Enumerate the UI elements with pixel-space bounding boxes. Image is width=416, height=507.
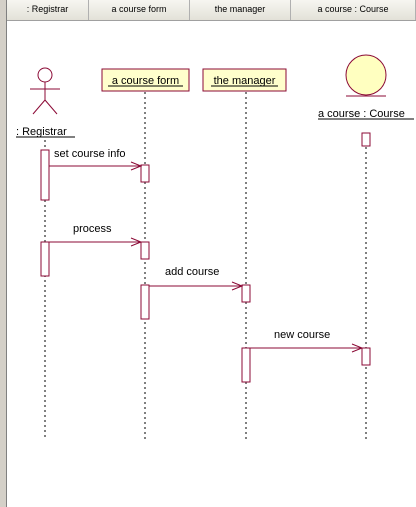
manager-activation-2[interactable] (241, 347, 251, 383)
message-label: process (73, 223, 112, 235)
registrar-actor[interactable]: : Registrar (16, 67, 75, 138)
lifeline-header-bar: : Registrar a course form the manager a … (7, 0, 416, 21)
header-course-form[interactable]: a course form (89, 0, 190, 20)
message-label: add course (165, 266, 219, 278)
message-new-course[interactable]: new course (250, 329, 362, 348)
course-label: a course : Course (318, 108, 405, 120)
course-form-object[interactable]: a course form (101, 68, 190, 92)
header-registrar[interactable]: : Registrar (7, 0, 89, 20)
message-process[interactable]: process (49, 223, 141, 242)
stick-figure-icon (30, 67, 60, 115)
registrar-activation-2[interactable] (40, 241, 50, 277)
manager-activation-1[interactable] (241, 284, 251, 303)
message-add-course[interactable]: add course (149, 266, 242, 286)
manager-object[interactable]: the manager (202, 68, 287, 92)
manager-label: the manager (214, 75, 276, 87)
window-left-frame (0, 0, 7, 507)
registrar-label: : Registrar (16, 126, 67, 138)
course-activation-top[interactable] (361, 132, 371, 147)
course-form-activation-2[interactable] (140, 241, 150, 260)
message-label: new course (274, 329, 330, 341)
message-label: set course info (54, 148, 126, 160)
message-set-course-info[interactable]: set course info (49, 148, 141, 166)
course-form-activation-3[interactable] (140, 284, 150, 320)
course-form-activation-1[interactable] (140, 164, 150, 183)
course-entity[interactable]: a course : Course (318, 54, 414, 120)
header-manager[interactable]: the manager (190, 0, 291, 20)
course-activation-1[interactable] (361, 347, 371, 366)
entity-icon (345, 54, 387, 96)
course-form-label: a course form (112, 75, 179, 87)
registrar-activation-1[interactable] (40, 149, 50, 201)
